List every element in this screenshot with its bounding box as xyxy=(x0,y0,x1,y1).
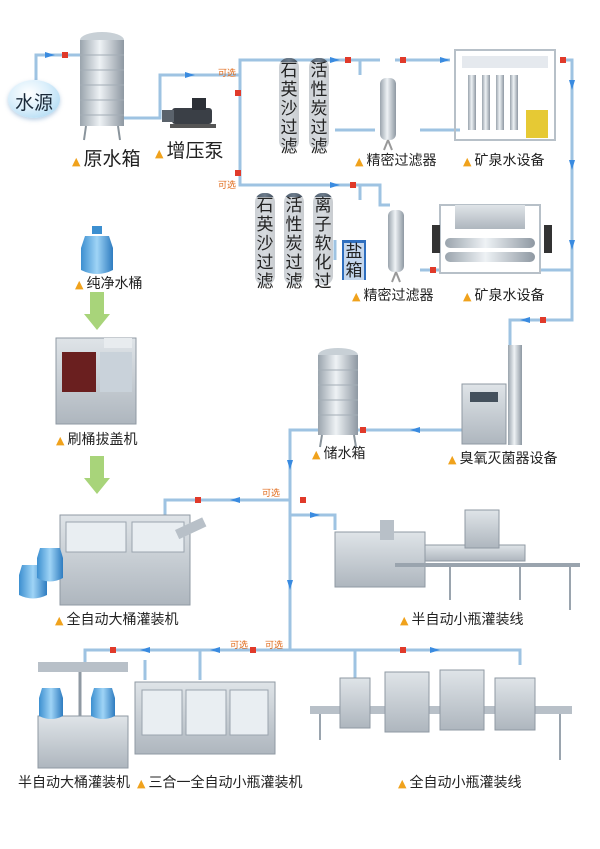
optional-label: 可选 xyxy=(218,69,237,79)
storage-tank-label-wrap: ▲储水箱 xyxy=(312,446,365,463)
semi-auto-bucket-label-wrap: 半自动大桶灌装机 xyxy=(18,775,130,791)
full-auto-bucket-filler-image xyxy=(19,514,207,606)
water-source-label: 水源 xyxy=(14,92,53,114)
triangle-marker-icon: ▲ xyxy=(312,448,321,461)
full-auto-bottle-label-wrap: ▲全自动小瓶灌装线 xyxy=(398,775,521,792)
water-source-node: 水源 xyxy=(8,80,60,118)
triangle-marker-icon: ▲ xyxy=(463,155,472,168)
optional-label: 可选 xyxy=(230,641,249,651)
down-arrow-2 xyxy=(84,456,110,494)
flow-arrows xyxy=(45,52,575,653)
pure-water-bucket-image xyxy=(81,226,113,274)
raw-water-tank-image xyxy=(80,32,124,141)
semi-auto-bottle-line-image xyxy=(334,509,580,610)
three-in-one-label-wrap: ▲三合一全自动小瓶灌装机 xyxy=(137,775,302,792)
triangle-marker-icon: ▲ xyxy=(55,614,64,627)
three-in-one-label: 三合一全自动小瓶灌装机 xyxy=(148,775,303,791)
triangle-marker-icon: ▲ xyxy=(355,155,364,168)
carbon-filter-label-2: 活性炭过滤 xyxy=(284,196,304,292)
full-auto-bottle-label: 全自动小瓶灌装线 xyxy=(409,775,522,791)
optional-label: 可选 xyxy=(265,641,284,651)
raw-tank-label: 原水箱 xyxy=(83,148,141,170)
optional-label: 可选 xyxy=(218,181,237,191)
ozone-sterilizer-label: 臭氧灭菌器设备 xyxy=(459,451,558,467)
triangle-marker-icon: ▲ xyxy=(352,290,361,303)
triangle-marker-icon: ▲ xyxy=(137,777,146,790)
precision-filter-label: 精密过滤器 xyxy=(366,153,437,169)
mineral-label-1-wrap: ▲矿泉水设备 xyxy=(463,153,544,170)
quartz-filter-label: 石英沙过滤 xyxy=(279,61,299,157)
mineral-equipment-label: 矿泉水设备 xyxy=(474,153,545,169)
ion-softener-label: 离子软化过 xyxy=(313,196,333,292)
optional-label: 可选 xyxy=(262,489,281,499)
precision-filter-row1-image xyxy=(380,78,396,151)
valves xyxy=(62,52,566,653)
pure-bucket-label-wrap: ▲纯净水桶 xyxy=(75,276,142,293)
raw-tank-label-wrap: ▲原水箱 xyxy=(72,148,140,173)
booster-pump-label: 增压泵 xyxy=(166,140,224,162)
mineral-equipment-row2-image xyxy=(432,204,552,274)
bucket-brush-machine-image xyxy=(55,337,137,425)
triangle-marker-icon: ▲ xyxy=(448,453,457,466)
triangle-marker-icon: ▲ xyxy=(56,434,65,447)
precision-filter-label-1-wrap: ▲精密过滤器 xyxy=(355,153,436,170)
mineral-equipment-row1-image xyxy=(454,49,556,141)
storage-tank-label: 储水箱 xyxy=(323,446,366,462)
full-auto-bottle-line-image xyxy=(310,669,572,760)
full-auto-bucket-label: 全自动大桶灌装机 xyxy=(66,612,179,628)
bucket-brush-label-wrap: ▲刷桶拔盖机 xyxy=(56,432,137,449)
precision-filter-row2-image xyxy=(388,210,404,283)
storage-tank-image xyxy=(318,348,358,448)
semi-auto-bottle-label: 半自动小瓶灌装线 xyxy=(411,612,524,628)
bucket-brush-label: 刷桶拔盖机 xyxy=(67,432,138,448)
precision-filter-label-2: 精密过滤器 xyxy=(363,288,434,304)
full-auto-bucket-label-wrap: ▲全自动大桶灌装机 xyxy=(55,612,178,629)
triangle-marker-icon: ▲ xyxy=(72,155,81,168)
triangle-marker-icon: ▲ xyxy=(463,290,472,303)
triangle-marker-icon: ▲ xyxy=(400,614,409,627)
mineral-label-2-wrap: ▲矿泉水设备 xyxy=(463,288,544,305)
quartz-filter-label-2: 石英沙过滤 xyxy=(255,196,275,292)
pure-bucket-label: 纯净水桶 xyxy=(86,276,143,292)
ozone-sterilizer-image xyxy=(461,345,522,445)
three-in-one-filler-image xyxy=(134,681,276,755)
mineral-equipment-label-2: 矿泉水设备 xyxy=(474,288,545,304)
booster-pump-image xyxy=(162,98,216,128)
triangle-marker-icon: ▲ xyxy=(398,777,407,790)
triangle-marker-icon: ▲ xyxy=(155,147,164,160)
precision-filter-label-2-wrap: ▲精密过滤器 xyxy=(352,288,433,305)
ozone-label-wrap: ▲臭氧灭菌器设备 xyxy=(448,451,557,468)
semi-auto-bucket-filler-image xyxy=(37,662,129,769)
triangle-marker-icon: ▲ xyxy=(75,278,84,291)
semi-auto-bucket-label: 半自动大桶灌装机 xyxy=(18,775,130,791)
pump-label-wrap: ▲增压泵 xyxy=(155,140,223,165)
carbon-filter-label: 活性炭过滤 xyxy=(309,61,329,157)
salt-tank-label: 盐箱 xyxy=(344,242,364,281)
semi-auto-bottle-label-wrap: ▲半自动小瓶灌装线 xyxy=(400,612,523,629)
down-arrow-1 xyxy=(84,292,110,330)
